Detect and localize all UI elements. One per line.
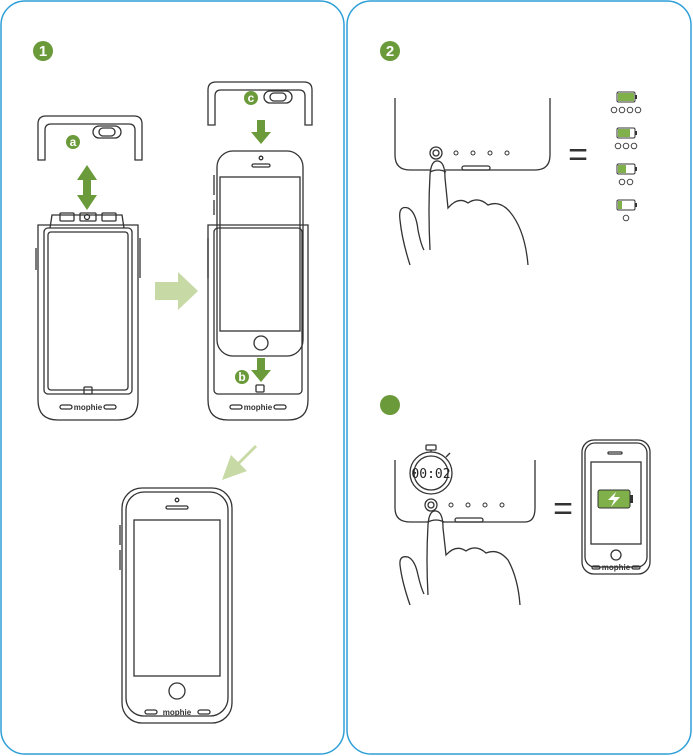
led-dot — [627, 179, 633, 185]
top-cap-a — [38, 116, 142, 160]
arrow-down-c-icon — [251, 120, 271, 144]
step-3-badge — [380, 395, 400, 415]
label-a: a — [70, 135, 77, 149]
brand-label-case: mophie — [74, 403, 103, 412]
led-dot — [635, 107, 641, 113]
led-dot — [631, 143, 637, 149]
timer-readout: 00:02 — [411, 467, 450, 482]
battery-fill — [618, 165, 626, 173]
led-dot — [623, 215, 629, 221]
battery-tip-icon — [635, 167, 637, 171]
finger-press-icon — [400, 161, 528, 265]
led-indicators — [454, 151, 509, 155]
led-dot — [619, 107, 625, 113]
led-dot — [611, 107, 617, 113]
led-dot — [627, 107, 633, 113]
step-1-number: 1 — [39, 43, 47, 60]
led-dot — [615, 143, 621, 149]
equals-sign-step-3: = — [553, 490, 573, 528]
label-b: b — [238, 370, 245, 384]
top-cap-c — [208, 82, 312, 125]
finger-press-icon-2 — [400, 511, 520, 605]
brand-label-phone-case: mophie — [244, 403, 273, 412]
case-bottom-detail — [395, 98, 550, 170]
step-2-number: 2 — [386, 43, 394, 60]
battery-level-item — [611, 92, 641, 113]
arrow-down-b-icon — [251, 358, 271, 382]
label-b-badge: b — [235, 370, 249, 384]
arrow-down-left-icon — [222, 445, 257, 480]
led-dot — [623, 143, 629, 149]
brand-label-charging: mophie — [602, 563, 631, 572]
battery-level-item — [617, 200, 637, 221]
battery-tip-icon — [635, 131, 637, 135]
battery-level-item — [617, 164, 637, 185]
arrow-right-icon — [155, 272, 198, 310]
step-1-badge: 1 — [33, 41, 53, 61]
battery-fill — [618, 129, 630, 137]
led-indicators-2 — [449, 503, 504, 507]
battery-case-empty — [36, 213, 140, 420]
right-panel-frame — [347, 1, 691, 754]
step-2-badge: 2 — [380, 41, 400, 61]
equals-sign-step-2: = — [568, 136, 588, 174]
label-c-badge: c — [244, 91, 258, 105]
battery-tip-icon — [635, 95, 637, 99]
battery-level-legend — [611, 92, 641, 221]
label-a-badge: a — [66, 135, 80, 149]
battery-level-item — [615, 128, 637, 149]
assembled-phone — [120, 488, 232, 723]
phone-in-case — [208, 151, 308, 420]
brand-label-assembled: mophie — [163, 708, 192, 717]
led-dot — [619, 179, 625, 185]
label-c: c — [248, 91, 255, 105]
battery-tip-icon — [635, 203, 637, 207]
left-panel-frame — [1, 1, 344, 754]
battery-fill — [618, 201, 622, 209]
double-arrow-icon — [77, 165, 97, 210]
battery-fill — [618, 93, 634, 101]
charging-battery-icon — [598, 490, 633, 508]
